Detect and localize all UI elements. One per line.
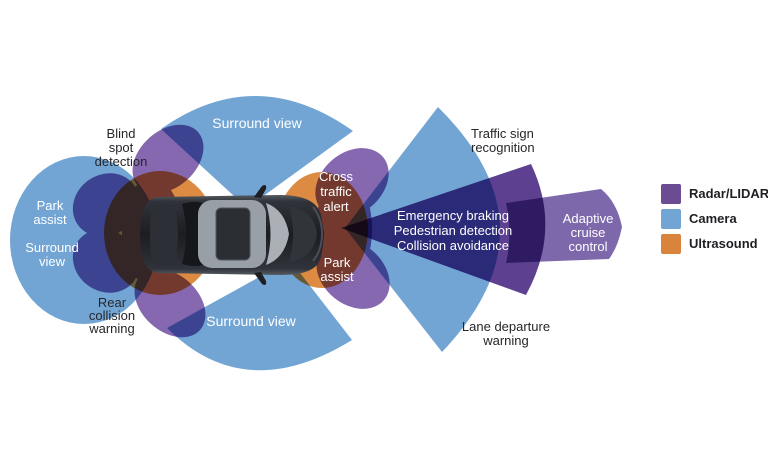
radar-zone-emergency-fan <box>341 164 546 295</box>
car-mirror-top <box>254 185 267 198</box>
label-emergency-line1: Emergency braking <box>397 208 509 223</box>
label-cross-traffic-line2: traffic <box>320 184 352 199</box>
label-surround-view-bottom: Surround view <box>206 313 296 329</box>
label-surround-view-top: Surround view <box>212 115 302 131</box>
zone-labels: Blind spot detection Surround view Traff… <box>25 115 613 348</box>
legend-swatch-camera <box>661 209 681 229</box>
label-blind-spot-line1: Blind <box>107 126 136 141</box>
legend: Radar/LIDAR Camera Ultrasound <box>661 184 768 254</box>
label-park-assist-left-line2: assist <box>33 212 67 227</box>
car-sunroof <box>215 207 251 261</box>
label-emergency-line2: Pedestrian detection <box>394 223 513 238</box>
label-traffic-sign-line1: Traffic sign <box>471 126 534 141</box>
label-blind-spot-line3: detection <box>95 154 148 169</box>
car-top-view <box>140 185 324 285</box>
camera-zone-surround-top-fan <box>161 95 353 208</box>
legend-swatch-radar-lidar <box>661 184 681 204</box>
label-park-assist-front-line2: assist <box>320 269 354 284</box>
label-traffic-sign-line2: recognition <box>471 140 535 155</box>
label-adaptive-cruise-line1: Adaptive <box>563 211 614 226</box>
label-surround-view-left-line2: view <box>39 254 66 269</box>
label-cross-traffic-line1: Cross <box>319 169 353 184</box>
legend-label-camera: Camera <box>689 211 737 226</box>
label-lane-departure-line2: warning <box>482 333 529 348</box>
radar-zone-adaptive-cruise-fan <box>506 189 622 263</box>
label-rear-collision-line2: collision <box>89 308 135 323</box>
legend-label-radar-lidar: Radar/LIDAR <box>689 186 768 201</box>
label-park-assist-front-line1: Park <box>324 255 351 270</box>
legend-label-ultrasound: Ultrasound <box>689 236 758 251</box>
label-rear-collision-line3: warning <box>88 321 135 336</box>
label-park-assist-left-line1: Park <box>37 198 64 213</box>
label-adaptive-cruise-line3: control <box>568 239 607 254</box>
label-emergency-line3: Collision avoidance <box>397 238 509 253</box>
car-mirror-bottom <box>254 272 267 285</box>
label-cross-traffic-line3: alert <box>323 199 349 214</box>
car-hood <box>289 206 317 262</box>
label-lane-departure-line1: Lane departure <box>462 319 550 334</box>
camera-zone-surround-bottom-fan <box>167 260 352 371</box>
car-windshield <box>266 203 289 265</box>
car-trunk-lid <box>150 204 178 266</box>
label-rear-collision-line1: Rear <box>98 295 127 310</box>
label-surround-view-left-line1: Surround <box>25 240 78 255</box>
label-adaptive-cruise-line2: cruise <box>571 225 606 240</box>
legend-swatch-ultrasound <box>661 234 681 254</box>
car-front-bumper-line <box>312 206 324 262</box>
label-blind-spot-line2: spot <box>109 140 134 155</box>
